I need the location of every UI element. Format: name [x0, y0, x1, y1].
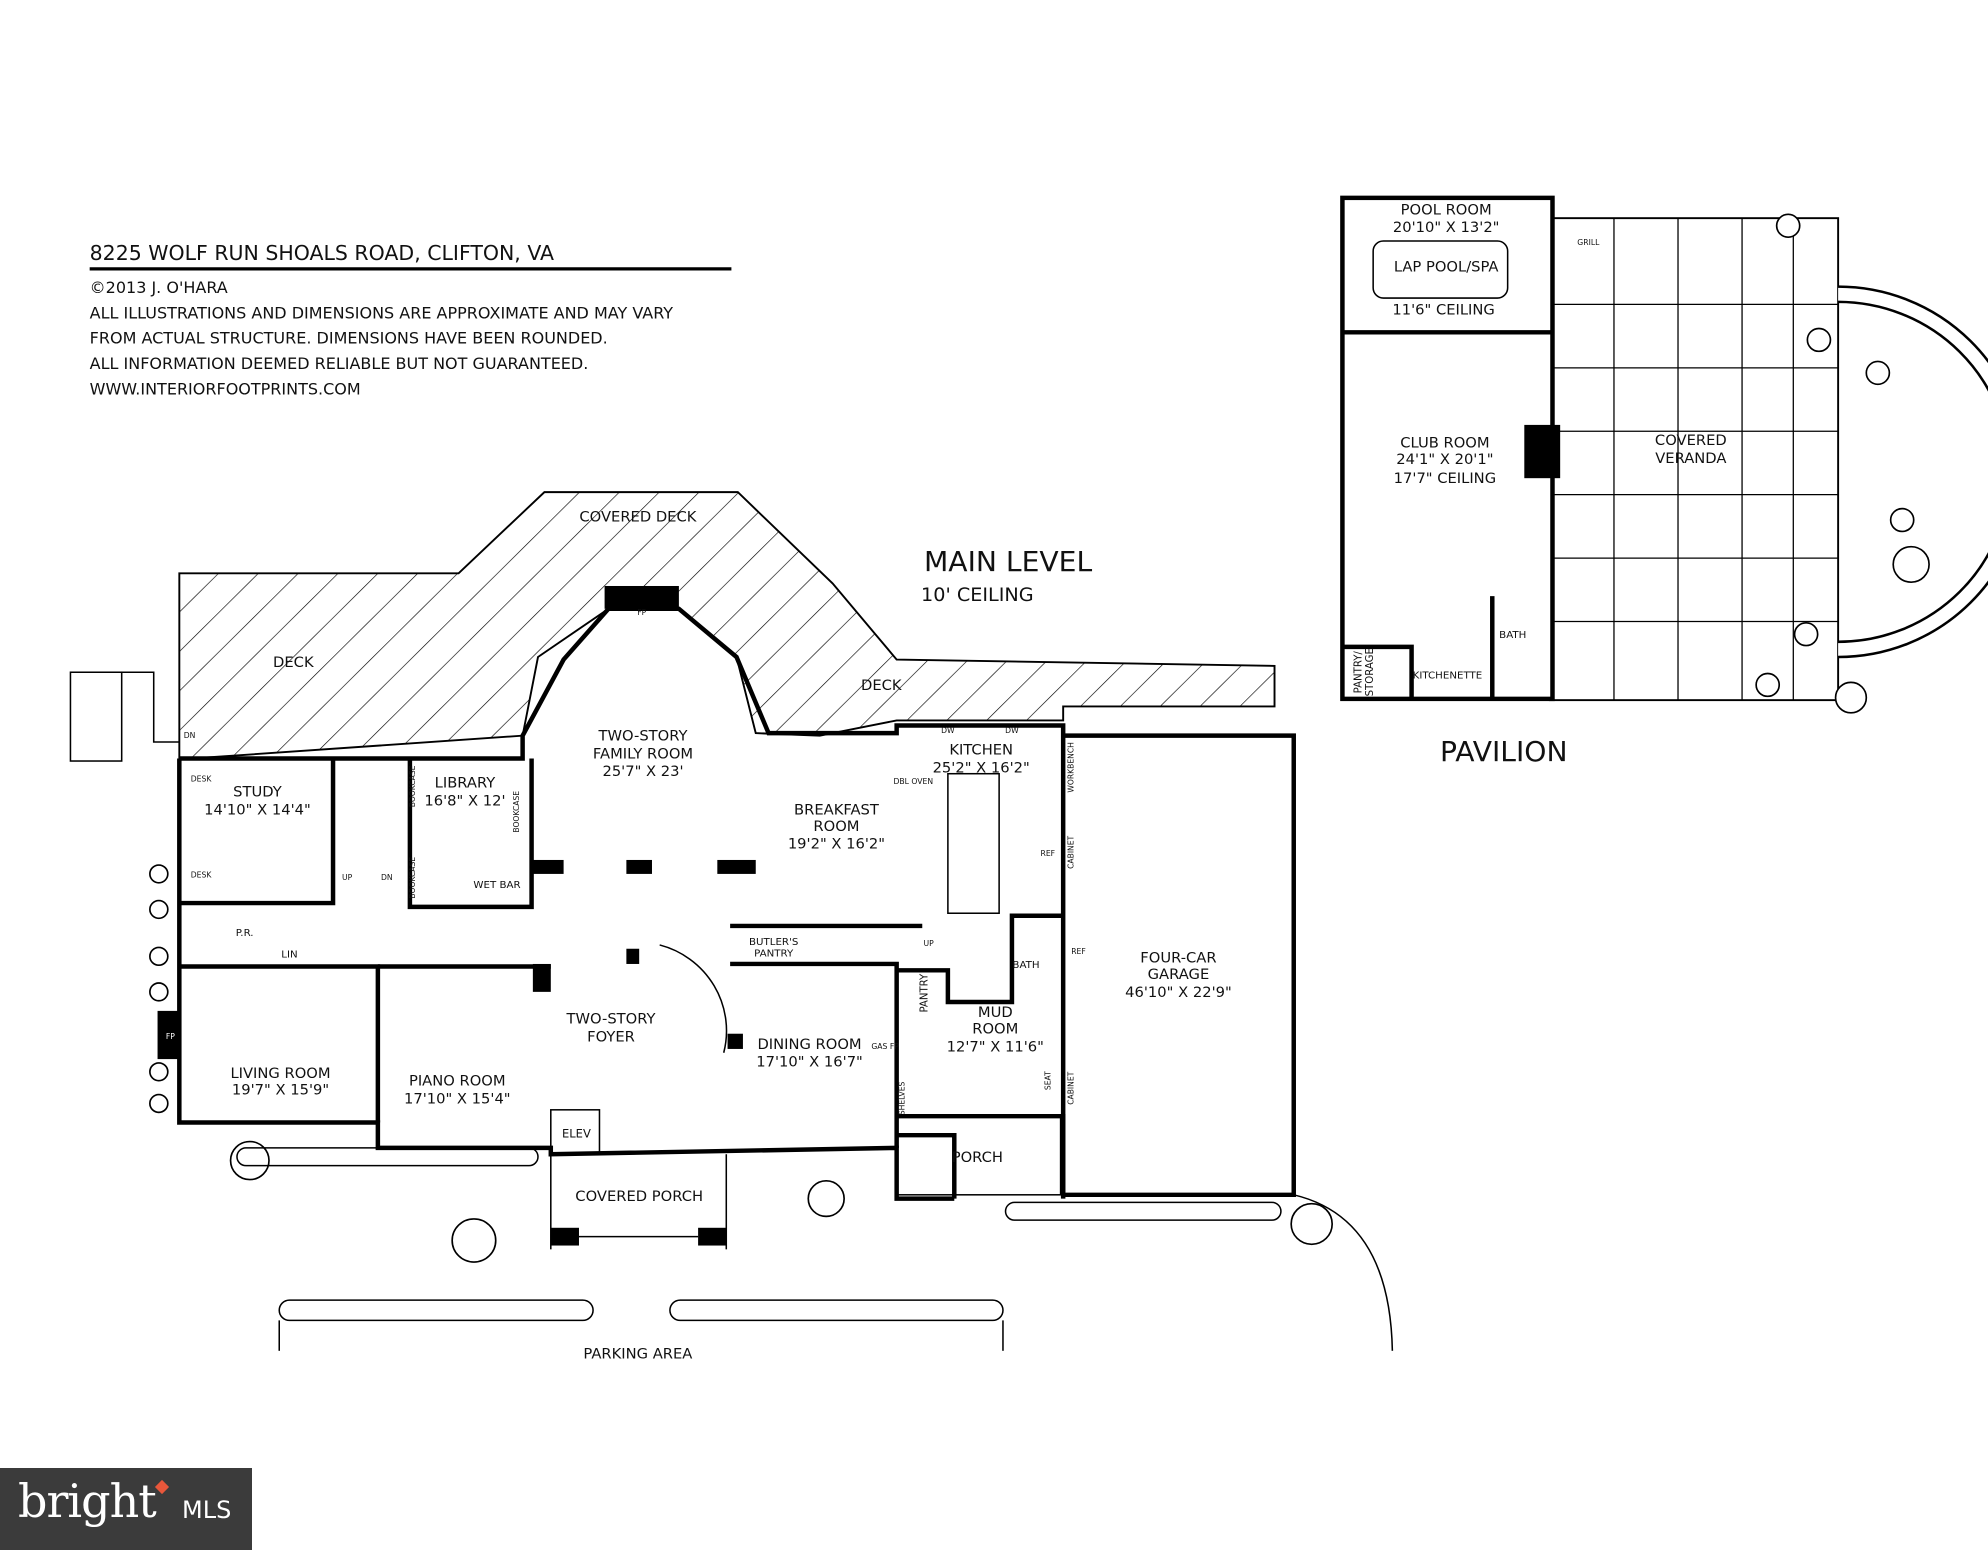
main-level-walls [157, 585, 1296, 1246]
pavilion-title: PAVILION [1440, 735, 1567, 768]
label-bookcase: BOOKCASE [408, 765, 417, 807]
address-title: 8225 WOLF RUN SHOALS ROAD, CLIFTON, VA [90, 241, 554, 265]
label-pantry: PANTRY [919, 973, 930, 1013]
label-grill: GRILL [1577, 238, 1600, 247]
label-pool-ceiling: 11'6" CEILING [1392, 302, 1494, 319]
label-piano-room-dims: 17'10" X 15'4" [404, 1091, 511, 1108]
label-wet-bar: WET BAR [473, 880, 520, 891]
label-living-room-dims: 19'7" X 15'9" [232, 1082, 329, 1099]
logo-brand: bright [18, 1474, 157, 1528]
label-bookcase: BOOKCASE [512, 791, 521, 833]
label-breakfast-dims: 19'2" X 16'2" [788, 836, 885, 853]
label-garage: FOUR-CAR [1140, 950, 1216, 967]
label-dn: DN [381, 873, 393, 882]
label-shelves: SHELVES [897, 1082, 906, 1116]
label-pool-room-dims: 20'10" X 13'2" [1393, 219, 1500, 236]
label-club-room-ceiling: 17'7" CEILING [1394, 470, 1496, 487]
label-mud-room-dims: 12'7" X 11'6" [947, 1039, 1044, 1056]
label-bath: BATH [1012, 960, 1039, 971]
label-mud-room: MUD [978, 1004, 1013, 1021]
label-desk: DESK [191, 774, 213, 783]
label-pantry-storage: STORAGE [1365, 648, 1376, 696]
label-pool-room: POOL ROOM [1401, 201, 1492, 218]
label-ref: REF [1071, 947, 1086, 956]
label-pantry-storage: PANTRY/ [1354, 651, 1365, 694]
label-lap-pool: LAP POOL/SPA [1394, 258, 1499, 275]
label-foyer: FOYER [587, 1028, 635, 1045]
label-veranda: COVERED [1655, 432, 1727, 449]
label-fireplace: FP [637, 608, 646, 617]
label-club-room: CLUB ROOM [1400, 435, 1489, 452]
label-kitchen: KITCHEN [949, 742, 1013, 759]
room-labels: COVERED DECK DECK DECK TWO-STORY FAMILY … [166, 201, 1727, 1362]
label-breakfast: BREAKFAST [794, 801, 879, 818]
label-library: LIBRARY [435, 775, 496, 792]
label-library-dims: 16'8" X 12' [424, 792, 505, 809]
label-study-dims: 14'10" X 14'4" [204, 801, 311, 818]
label-linen: LIN [281, 950, 297, 961]
label-garage: GARAGE [1148, 966, 1210, 983]
main-level-decks [69, 491, 1276, 762]
label-family-room: FAMILY ROOM [593, 746, 693, 763]
label-up: UP [924, 939, 935, 948]
label-butlers-pantry: PANTRY [754, 948, 794, 959]
logo-accent-icon [154, 1479, 170, 1495]
label-cabinet: CABINET [1066, 835, 1075, 868]
label-garage-dims: 46'10" X 22'9" [1125, 984, 1232, 1001]
label-gas-fp: GAS FP [871, 1042, 899, 1051]
label-dn: DN [184, 731, 196, 740]
label-deck: DECK [861, 677, 902, 694]
label-bookcase: BOOKCASE [408, 857, 417, 899]
label-parking: PARKING AREA [583, 1345, 692, 1362]
landscaping [149, 864, 1394, 1351]
label-covered-deck: COVERED DECK [579, 508, 696, 525]
bright-mls-logo: bright MLS [0, 1468, 252, 1550]
label-elevator: ELEV [562, 1127, 591, 1141]
label-workbench: WORKBENCH [1066, 742, 1075, 792]
website: WWW.INTERIORFOOTPRINTS.COM [90, 380, 361, 399]
label-breakfast: ROOM [813, 818, 859, 835]
label-club-room-dims: 24'1" X 20'1" [1396, 451, 1493, 468]
copyright: ©2013 J. O'HARA [90, 278, 228, 297]
label-dw: DW [941, 726, 955, 735]
disclaimer-line: ALL ILLUSTRATIONS AND DIMENSIONS ARE APP… [90, 303, 674, 322]
main-level-title: MAIN LEVEL [924, 545, 1093, 578]
label-veranda: VERANDA [1655, 450, 1726, 467]
label-pavilion-bath: BATH [1499, 630, 1526, 641]
label-mud-room: ROOM [972, 1021, 1018, 1038]
label-desk: DESK [191, 871, 213, 880]
main-level-ceiling: 10' CEILING [921, 583, 1034, 606]
label-butlers-pantry: BUTLER'S [749, 937, 798, 948]
label-covered-porch: COVERED PORCH [575, 1188, 703, 1205]
disclaimer-line: FROM ACTUAL STRUCTURE. DIMENSIONS HAVE B… [90, 329, 608, 348]
label-dining-room: DINING ROOM [757, 1036, 861, 1053]
label-up: UP [342, 873, 353, 882]
label-dining-room-dims: 17'10" X 16'7" [756, 1054, 863, 1071]
label-ref: REF [1041, 849, 1056, 858]
logo-suffix: MLS [182, 1496, 232, 1524]
label-foyer: TWO-STORY [565, 1011, 655, 1028]
label-cabinet: CABINET [1066, 1071, 1075, 1104]
label-fireplace: FP [166, 1032, 175, 1041]
label-dw: DW [1005, 726, 1019, 735]
label-family-room-dims: 25'7" X 23' [602, 763, 683, 780]
label-study: STUDY [233, 784, 282, 801]
label-deck: DECK [273, 654, 314, 671]
label-living-room: LIVING ROOM [230, 1065, 330, 1082]
label-dbl-oven: DBL OVEN [894, 777, 934, 786]
label-porch: PORCH [952, 1149, 1003, 1166]
disclaimer-line: ALL INFORMATION DEEMED RELIABLE BUT NOT … [90, 354, 589, 373]
label-seat: SEAT [1043, 1071, 1052, 1090]
label-powder-room: P.R. [236, 928, 254, 939]
label-kitchenette: KITCHENETTE [1413, 671, 1483, 682]
label-family-room: TWO-STORY [598, 728, 688, 745]
label-kitchen-dims: 25'2" X 16'2" [933, 760, 1030, 777]
header-block: 8225 WOLF RUN SHOALS ROAD, CLIFTON, VA ©… [90, 241, 732, 398]
pavilion-plan [1340, 195, 1988, 714]
label-piano-room: PIANO ROOM [409, 1073, 506, 1090]
